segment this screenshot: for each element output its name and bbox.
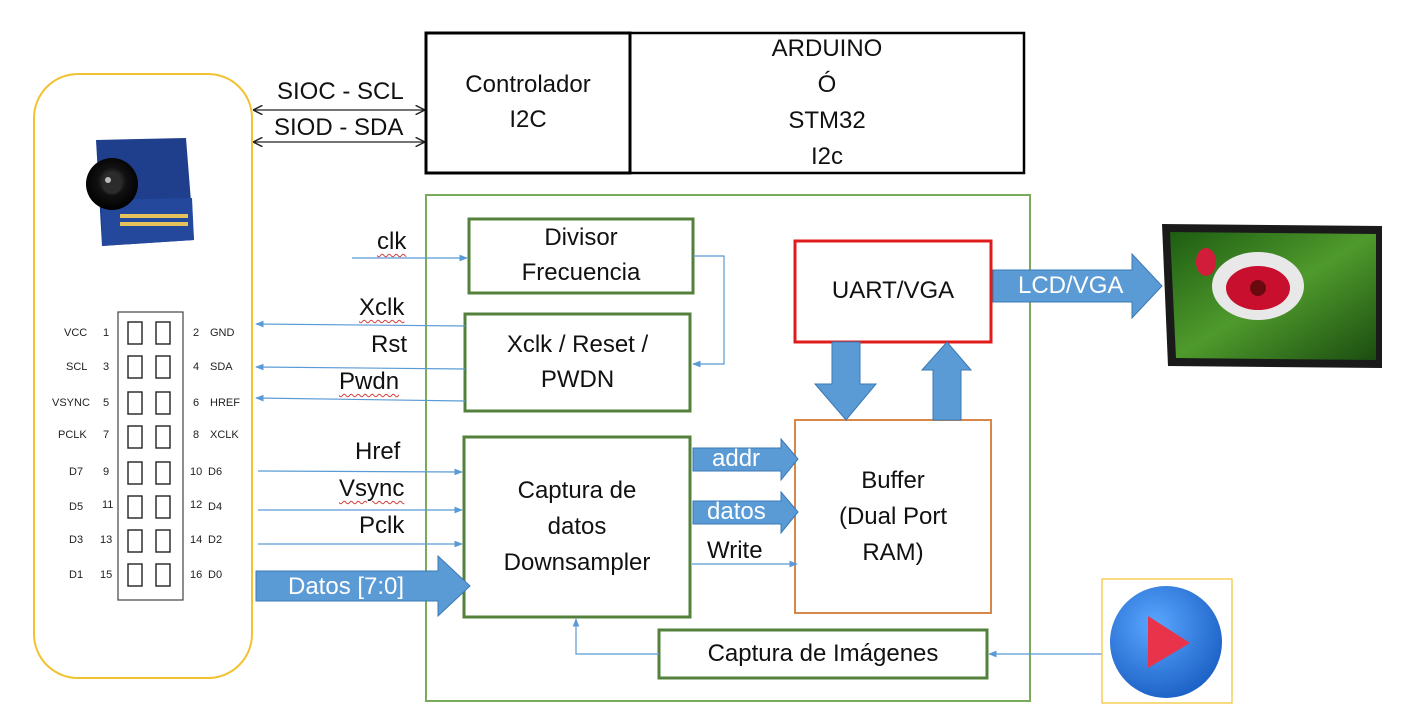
controlador-line1: Controlador <box>465 71 591 99</box>
pin-num-left: 15 <box>100 569 113 581</box>
pin-name-left: D3 <box>69 534 84 546</box>
href-label: Href <box>355 438 401 465</box>
pin-name-right: SDA <box>210 361 233 373</box>
pin-name-left: D7 <box>69 466 84 478</box>
xclk-label: Xclk <box>359 294 405 321</box>
mcu-line3: STM32 <box>788 107 866 134</box>
pin-num-left: 5 <box>103 397 110 409</box>
datos-arrow <box>692 490 799 535</box>
captura-datos-block: Captura de datos Downsampler <box>464 437 690 617</box>
clk-label: clk <box>377 228 407 255</box>
pwdn-label: Pwdn <box>339 368 400 395</box>
camera-module-outline <box>33 73 253 679</box>
pin-name-right: D4 <box>208 501 223 513</box>
captura-img-to-captura-line <box>572 618 659 655</box>
pin-num-right: 16 <box>190 569 203 581</box>
uart-vga-block: UART/VGA <box>831 277 955 305</box>
pin-num-right: 10 <box>190 466 203 478</box>
pin-name-left: D1 <box>69 569 84 581</box>
play-button-icon[interactable] <box>1110 586 1222 698</box>
pclk-label: Pclk <box>359 512 405 539</box>
pin-name-left: SCL <box>66 361 88 373</box>
vsync-label: Vsync <box>339 475 405 502</box>
datos-bus-arrow <box>255 554 471 618</box>
rst-label: Rst <box>371 331 407 358</box>
write-label: Write <box>707 537 763 564</box>
addr-arrow <box>692 437 799 482</box>
mcu-line1: ARDUINO <box>771 35 883 62</box>
pin-num-left: 7 <box>103 429 110 441</box>
pin-num-right: 6 <box>193 397 200 409</box>
pin-num-right: 12 <box>190 499 203 511</box>
mcu-line2: Ó <box>817 71 837 98</box>
siod-label: SIOD - SDA <box>274 114 404 141</box>
pin-name-left: VSYNC <box>52 397 90 409</box>
divisor-line2: Frecuencia <box>521 259 641 286</box>
xclk-reset-pwdn-block: Xclk / Reset / PWDN <box>465 314 690 411</box>
xclk-reset-line2: PWDN <box>540 365 615 393</box>
datos-label: datos <box>707 498 766 525</box>
pin-num-left: 13 <box>100 534 113 546</box>
xclk-reset-line1: Xclk / Reset / <box>506 330 649 358</box>
pin-name-left: VCC <box>64 327 88 339</box>
pin-num-right: 2 <box>193 327 200 339</box>
pin-num-right: 8 <box>193 429 200 441</box>
captura-datos-line2: datos <box>547 513 607 540</box>
pin-num-left: 9 <box>103 466 110 478</box>
divisor-frecuencia-block: Divisor Frecuencia <box>469 219 693 293</box>
mcu-box: ARDUINO Ó STM32 I2c <box>630 33 1024 173</box>
camera-module-icon <box>86 138 194 246</box>
buffer-line2: (Dual Port <box>838 502 948 530</box>
pin-name-right: HREF <box>210 397 240 409</box>
buffer-line3: RAM) <box>862 538 924 566</box>
uart-to-buffer-arrow <box>813 341 878 421</box>
pin-sockets <box>127 321 171 587</box>
mcu-line4: I2c <box>810 143 843 170</box>
lcd-vga-arrow <box>992 252 1163 320</box>
datos-bus-label: Datos [7:0] <box>288 573 405 600</box>
captura-datos-line1: Captura de <box>517 477 637 504</box>
mcu-box-outline <box>628 31 1026 175</box>
fpga-container <box>425 194 1031 702</box>
buffer-block: Buffer (Dual Port RAM) <box>795 420 991 613</box>
pin-num-right: 4 <box>193 361 200 373</box>
divisor-to-reset-line <box>692 255 725 368</box>
pin-name-right: D6 <box>208 466 223 478</box>
pin-num-right: 14 <box>190 534 203 546</box>
pin-name-right: GND <box>210 327 235 339</box>
pin-num-left: 3 <box>103 361 110 373</box>
pwdn-line <box>255 394 466 402</box>
pin-num-left: 1 <box>103 327 110 339</box>
pin-name-left: D5 <box>69 501 84 513</box>
divisor-line1: Divisor <box>544 224 618 252</box>
buffer-to-uart-arrow <box>920 341 973 421</box>
captura-imagenes-block: Captura de Imágenes <box>707 639 939 667</box>
pin-header <box>117 311 184 601</box>
xclk-line <box>255 320 466 328</box>
pin-name-right: D0 <box>208 569 223 581</box>
sioc-label: SIOC - SCL <box>277 78 404 105</box>
buffer-line1: Buffer <box>861 466 925 494</box>
addr-label: addr <box>712 445 761 472</box>
rst-line <box>255 363 466 371</box>
controlador-i2c-box: Controlador I2C <box>426 33 630 173</box>
pin-name-left: PCLK <box>58 429 87 441</box>
captura-datos-line3: Downsampler <box>503 549 651 576</box>
pin-name-right: D2 <box>208 534 223 546</box>
lcd-display-icon <box>1162 224 1382 368</box>
pin-num-left: 11 <box>102 499 114 511</box>
pin-name-right: XCLK <box>210 429 239 441</box>
href-line <box>257 468 463 476</box>
controlador-line2: I2C <box>509 106 547 133</box>
lcd-vga-label: LCD/VGA <box>1018 272 1124 299</box>
